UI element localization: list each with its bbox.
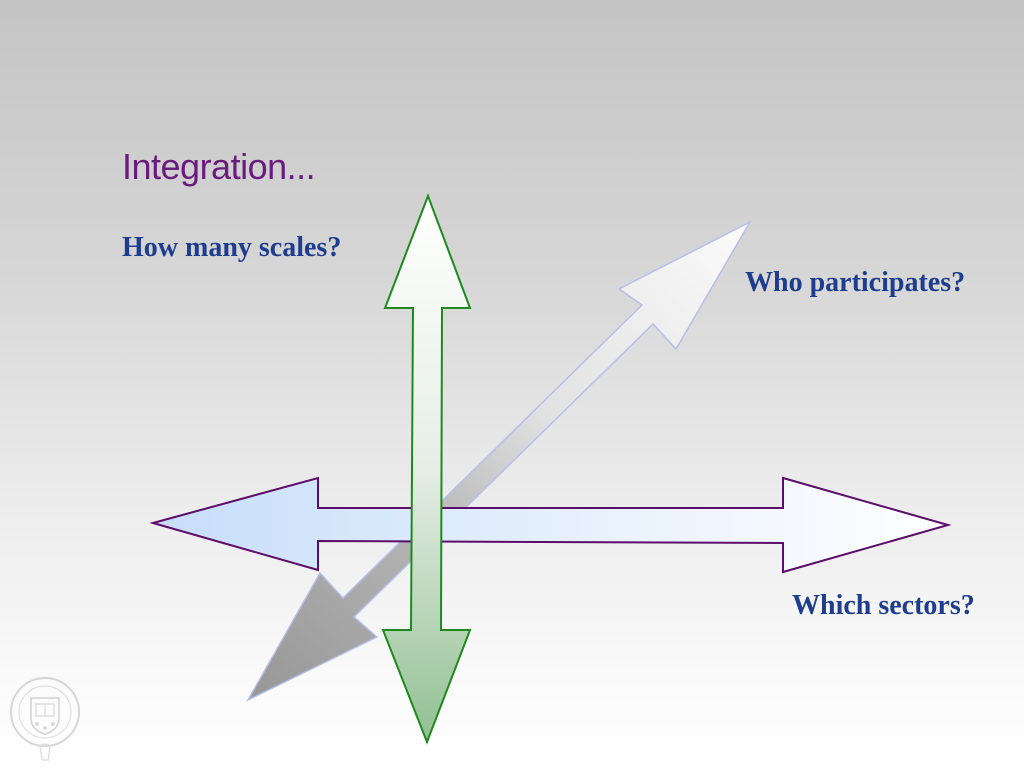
diagonal-arrow — [246, 220, 752, 702]
slide-title: Integration... — [122, 146, 316, 187]
horizontal-arrow — [149, 476, 952, 574]
label-who-participates: Who participates? — [745, 267, 966, 298]
label-how-many-scales: How many scales? — [122, 232, 342, 263]
label-which-sectors: Which sectors? — [792, 590, 975, 621]
university-crest-icon — [10, 677, 80, 761]
vertical-arrow — [381, 193, 472, 745]
